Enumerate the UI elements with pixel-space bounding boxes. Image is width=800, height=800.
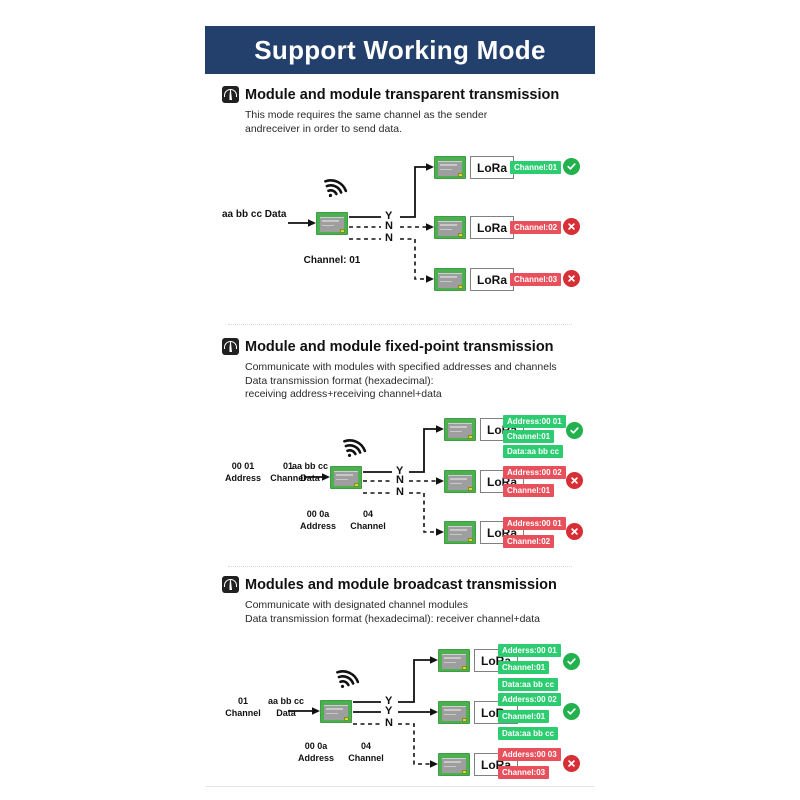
receiver-module [444,418,476,441]
decision-y-2: Y [383,705,395,717]
antenna-icon [222,338,239,355]
connector-lines [288,163,434,283]
status-badge-ok [563,653,580,670]
receiver-module [444,521,476,544]
section-1-title: Module and module transparent transmissi… [245,86,560,103]
receiver-module [434,156,466,179]
section-2-description: Communicate with modules with specified … [245,361,557,400]
device-address-value: 00 0a [304,741,328,751]
radio-wave-icon [343,439,367,457]
input-data-value: aa bb cc [291,461,329,471]
section-1-description: This mode requires the same channel as t… [245,109,488,135]
input-channel-value: 01 [282,461,293,471]
header-banner: Support Working Mode [205,26,595,74]
transmitter-module [316,212,348,235]
source-channel-label: Channel: 01 [303,255,361,266]
input-data-value: aa bb cc [267,696,305,706]
badge-channel: Channel:01 [510,161,562,174]
badge-address: Adderss:00 01 [498,644,561,657]
decision-n-2: N [383,232,395,244]
radio-wave-icon [324,179,348,197]
badge-data: Data:aa bb cc [503,445,564,458]
section-divider [228,324,572,325]
page-title: Support Working Mode [254,34,546,65]
transmitter-module [330,466,362,489]
badge-channel: Channel:03 [510,273,562,286]
section-1-heading: Module and module transparent transmissi… [222,86,559,103]
device-channel-value: 04 [362,509,373,519]
lora-box: LoRa [470,216,514,239]
section-3-description: Communicate with designated channel modu… [245,599,541,625]
status-badge-ok [566,422,583,439]
input-channel-label: Channel [270,473,306,483]
receiver-module [434,216,466,239]
badge-channel: Channel:01 [503,484,555,497]
input-data-label: Data [300,473,320,483]
badge-channel: Channel:03 [498,766,550,779]
device-address-value: 00 0a [306,509,330,519]
section-3-heading: Modules and module broadcast transmissio… [222,576,557,593]
radio-wave-icon [336,670,360,688]
status-badge-bad [566,472,583,489]
input-data-label: Data [276,708,296,718]
decision-n-1: N [383,717,395,729]
decision-n-1: N [394,474,406,486]
transmitter-module [320,700,352,723]
device-channel-label: Channel [348,753,384,763]
decision-n-1: N [383,220,395,232]
status-badge-bad [563,755,580,772]
device-channel-label: Channel [350,521,386,531]
decision-y-1: Y [383,210,395,222]
badge-address: Address:00 01 [503,415,566,428]
input-channel-label: Channel [225,708,261,718]
badge-address: Adderss:00 02 [498,693,561,706]
input-address-label: Address [224,473,261,483]
input-address-value: 00 01 [231,461,255,471]
badge-channel: Channel:02 [503,535,555,548]
bottom-rule [205,786,595,787]
decision-y-1: Y [383,695,395,707]
device-channel-value: 04 [360,741,371,751]
device-address-label: Address [299,521,336,531]
receiver-module [438,753,470,776]
lora-box: LoRa [470,156,514,179]
antenna-icon [222,86,239,103]
connector-lines [288,656,438,768]
badge-channel: Channel:01 [498,661,550,674]
status-badge-bad [563,218,580,235]
receiver-module [444,470,476,493]
source-data-label: aa bb cc Data [222,209,287,220]
badge-channel: Channel:01 [503,430,555,443]
lora-box: LoRa [470,268,514,291]
section-divider [228,566,572,567]
section-3-title: Modules and module broadcast transmissio… [245,576,557,593]
decision-n-2: N [394,486,406,498]
receiver-module [434,268,466,291]
badge-address: Address:00 02 [503,466,566,479]
badge-address: Adderss:00 03 [498,748,561,761]
receiver-module [438,701,470,724]
device-address-label: Address [297,753,334,763]
badge-channel: Channel:01 [498,710,550,723]
section-2-title: Module and module fixed-point transmissi… [245,338,554,355]
badge-data: Data:aa bb cc [498,727,559,740]
badge-channel: Channel:02 [510,221,562,234]
section-2-heading: Module and module fixed-point transmissi… [222,338,554,355]
antenna-icon [222,576,239,593]
status-badge-ok [563,703,580,720]
input-channel-value: 01 [237,696,248,706]
badge-address: Address:00 01 [503,517,566,530]
decision-y-1: Y [394,465,406,477]
receiver-module [438,649,470,672]
status-badge-bad [566,523,583,540]
status-badge-bad [563,270,580,287]
status-badge-ok [563,158,580,175]
badge-data: Data:aa bb cc [498,678,559,691]
